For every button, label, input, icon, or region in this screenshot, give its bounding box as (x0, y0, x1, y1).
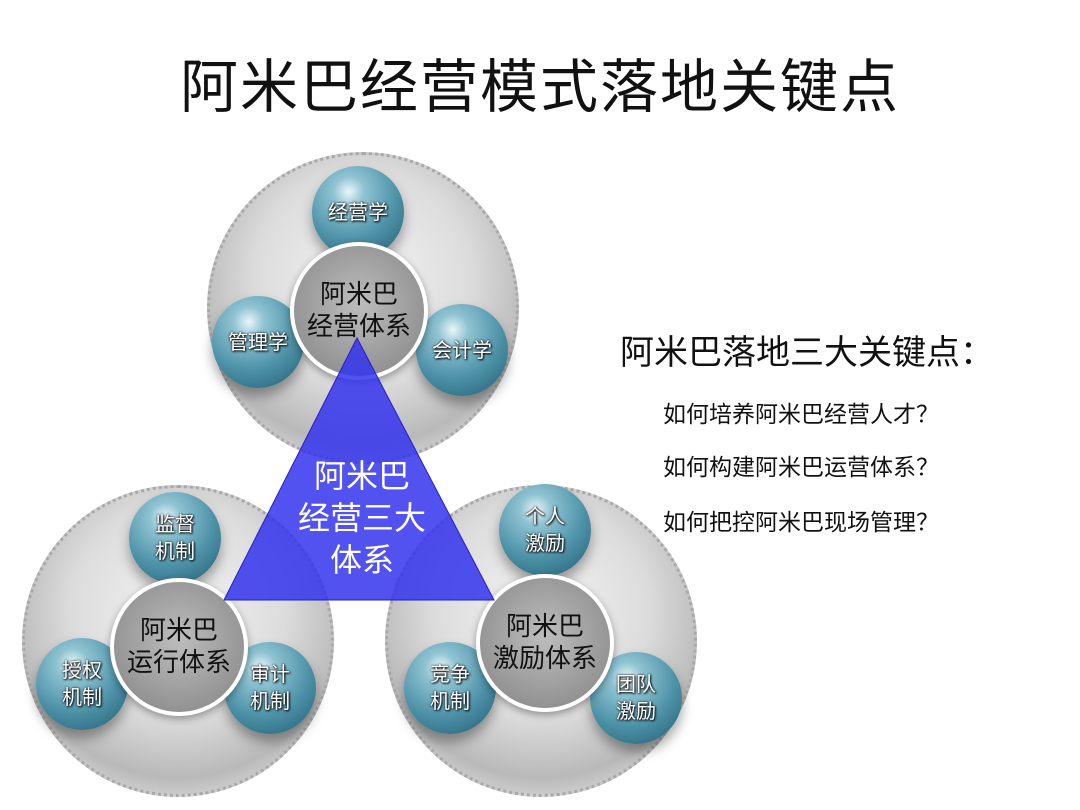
system-label: 经营体系 (306, 312, 411, 342)
sphere-label: 机制 (155, 539, 195, 563)
key-point-item: 如何培养阿米巴经营人才？ (663, 402, 939, 428)
sphere-label: 激励 (525, 531, 565, 555)
sphere-kuaijixue: 会计学 (416, 304, 508, 396)
triangle-label-line: 体系 (329, 541, 394, 579)
key-points-heading: 阿米巴落地三大关键点： (620, 333, 994, 373)
sphere-label: 竞争 (430, 662, 470, 686)
system-label: 运行体系 (126, 648, 231, 678)
sphere-label: 审计 (250, 662, 290, 686)
slide-title: 阿米巴经营模式落地关键点 (179, 53, 900, 121)
triangle-label-line: 经营三大 (297, 499, 426, 537)
sphere-individual-incentive: 个人激励 (499, 484, 591, 576)
sphere-supervision: 监督机制 (129, 492, 221, 584)
sphere-label: 机制 (62, 685, 102, 709)
sphere-label: 机制 (250, 689, 290, 713)
sphere-label: 监督 (155, 512, 195, 536)
sphere-label: 机制 (430, 689, 470, 713)
triangle-label-line: 阿米巴 (313, 457, 410, 495)
sphere-audit: 审计机制 (224, 642, 316, 734)
system-label: 阿米巴 (319, 280, 398, 310)
system-label: 阿米巴 (139, 616, 218, 646)
sphere-label: 团队 (616, 672, 656, 696)
triangle-label: 阿米巴 经营三大 体系 (262, 455, 462, 581)
sphere-label: 激励 (616, 699, 656, 723)
key-point-item: 如何把控阿米巴现场管理？ (663, 510, 939, 536)
system-label: 阿米巴 (505, 612, 584, 642)
sphere-label: 会计学 (432, 337, 492, 362)
sphere-label: 管理学 (228, 329, 288, 354)
system-running: 阿米巴运行体系 (110, 578, 248, 716)
system-incentive: 阿米巴激励体系 (476, 574, 614, 712)
sphere-label: 个人 (525, 504, 565, 528)
sphere-label: 经营学 (328, 199, 388, 224)
system-operation: 阿米巴经营体系 (290, 242, 428, 380)
sphere-label: 授权 (62, 658, 102, 682)
system-label: 激励体系 (492, 644, 597, 674)
key-point-item: 如何构建阿米巴运营体系？ (663, 455, 939, 481)
